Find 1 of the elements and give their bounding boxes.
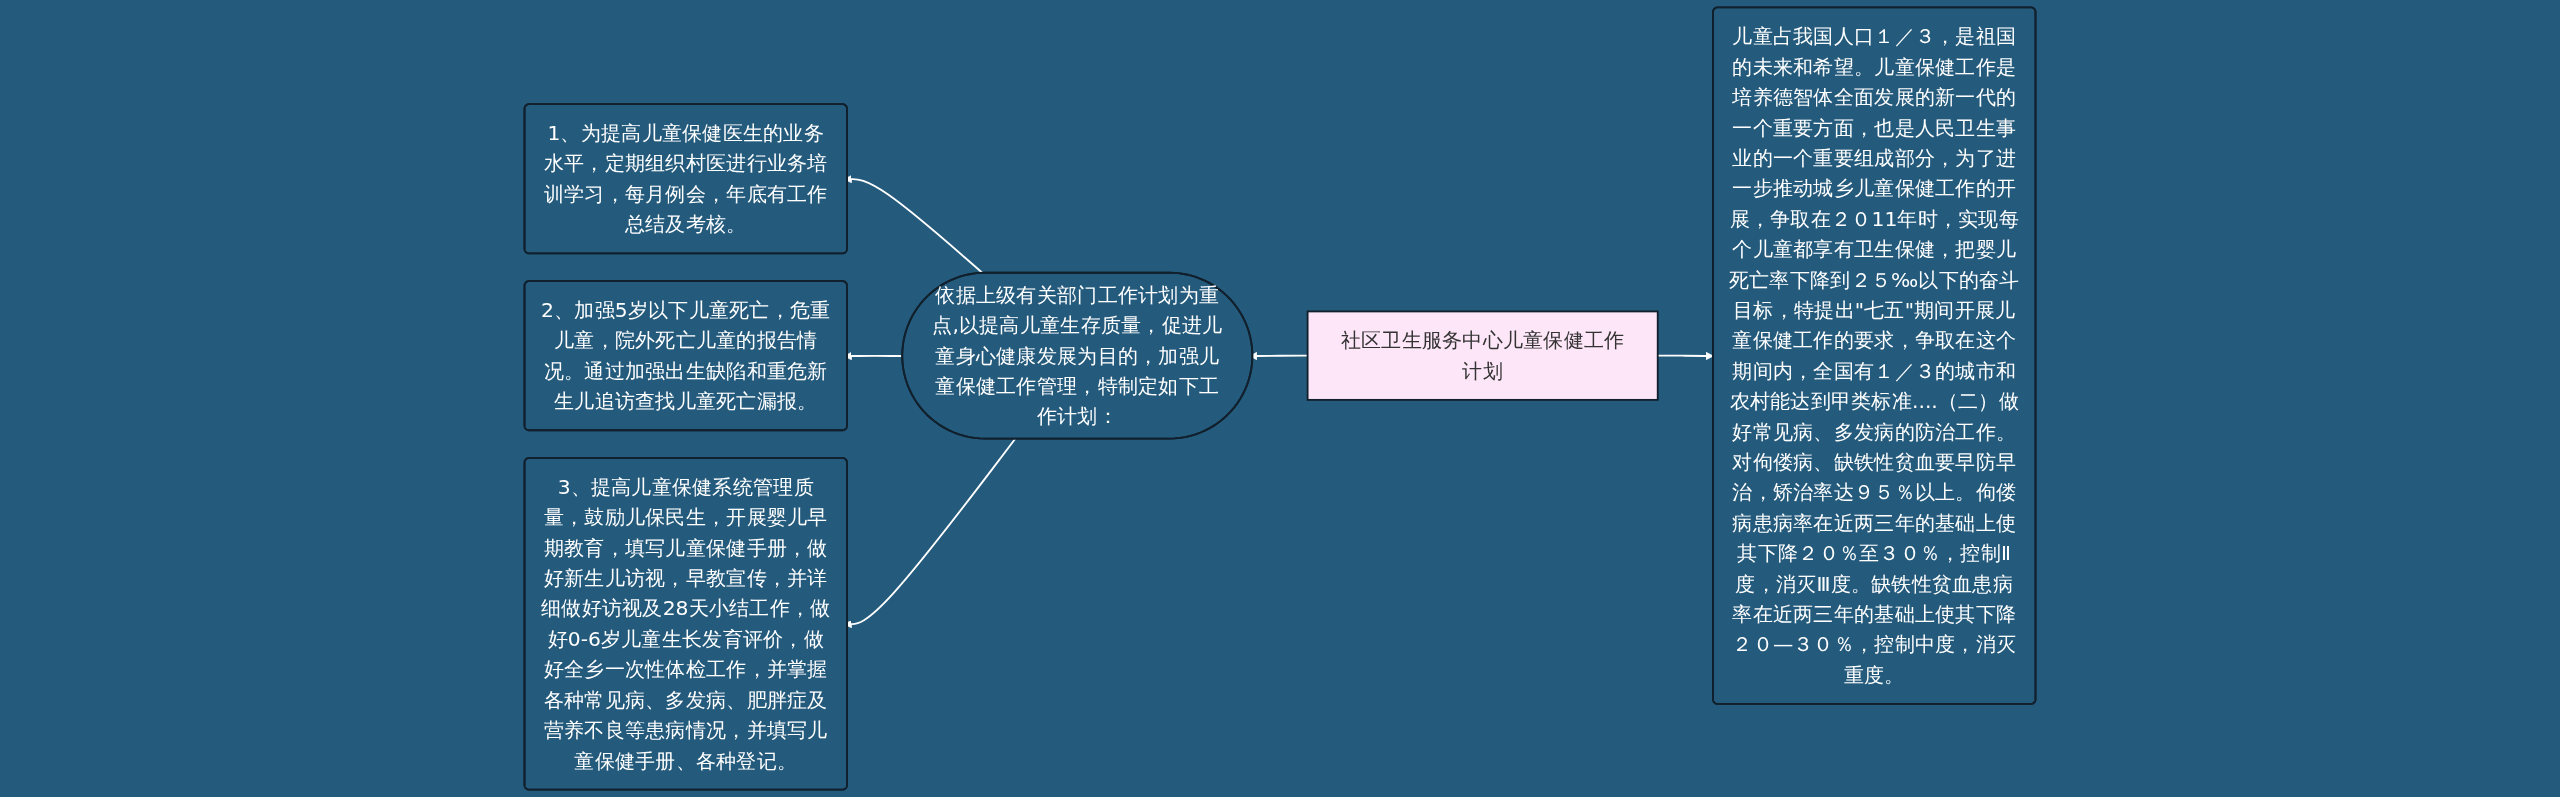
node-box (1306, 310, 1659, 401)
